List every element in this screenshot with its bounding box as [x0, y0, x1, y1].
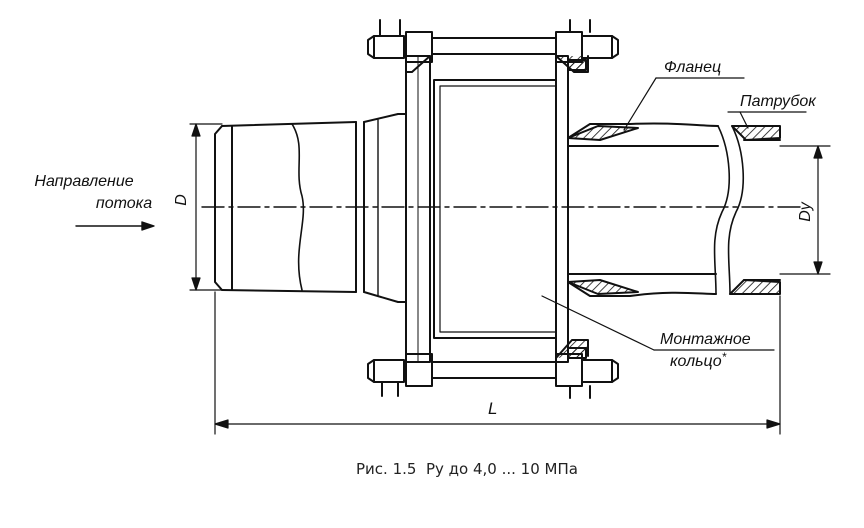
- conical-transition: [363, 113, 407, 303]
- outlet-nozzle: [567, 122, 781, 297]
- flow-direction-label-1: Направление: [34, 173, 133, 190]
- dimension-dy-label: Dy: [797, 201, 814, 222]
- flange-label: Фланец: [664, 59, 721, 76]
- upper-stud-bolt: [367, 19, 619, 73]
- mounting-ring: [433, 79, 557, 339]
- right-flange: [555, 55, 587, 363]
- left-flange: [405, 55, 431, 363]
- dimension-d: [189, 123, 223, 291]
- mounting-ring-label-2: кольцо*: [670, 350, 727, 370]
- lower-stud-bolt: [367, 339, 619, 399]
- figure-caption: Рис. 1.5 Ру до 4,0 ... 10 МПа: [356, 460, 578, 478]
- dimension-l-label: L: [488, 399, 497, 418]
- mounting-ring-asterisk: *: [722, 350, 727, 364]
- mounting-ring-label-1: Монтажное: [660, 331, 751, 348]
- dimension-dy: [779, 145, 831, 275]
- dimension-d-label: D: [173, 194, 190, 206]
- flow-direction-label-2: потока: [96, 195, 152, 212]
- leader-lines: [541, 77, 807, 351]
- nozzle-label: Патрубок: [740, 93, 817, 110]
- dimension-l: [214, 291, 781, 435]
- flow-arrow-icon: [75, 221, 155, 231]
